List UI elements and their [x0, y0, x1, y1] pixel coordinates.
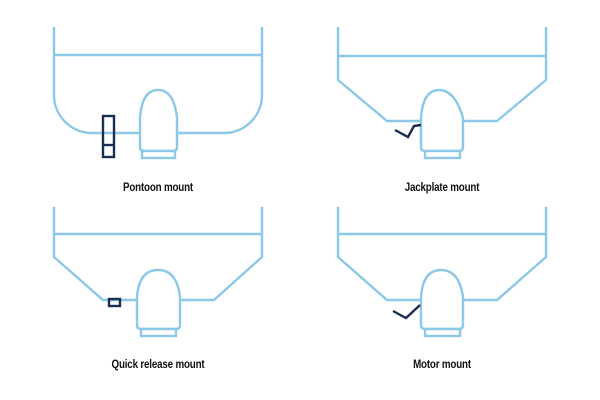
- motor-mount-diagram: [336, 207, 548, 338]
- jackplate-zigzag-icon: [394, 123, 422, 139]
- quick-release-mount-label: Quick release mount: [111, 359, 205, 371]
- motor-mount-motor-icon: [419, 268, 465, 338]
- jackplate-mount-label: Jackplate mount: [404, 182, 480, 194]
- motor-mount-bracket-icon: [392, 304, 421, 320]
- quick-release-motor-icon: [135, 268, 182, 338]
- jackplate-mount-diagram: [336, 27, 548, 160]
- motor-mount-label: Motor mount: [413, 359, 471, 371]
- quick-release-mount-diagram: [52, 207, 264, 338]
- pontoon-mount-diagram: [52, 27, 264, 160]
- jackplate-motor-icon: [419, 88, 465, 160]
- pontoon-motor-icon: [138, 88, 179, 160]
- pontoon-bracket-icon: [101, 114, 116, 159]
- quick-release-bracket-icon: [107, 297, 122, 308]
- pontoon-mount-label: Pontoon mount: [122, 182, 193, 194]
